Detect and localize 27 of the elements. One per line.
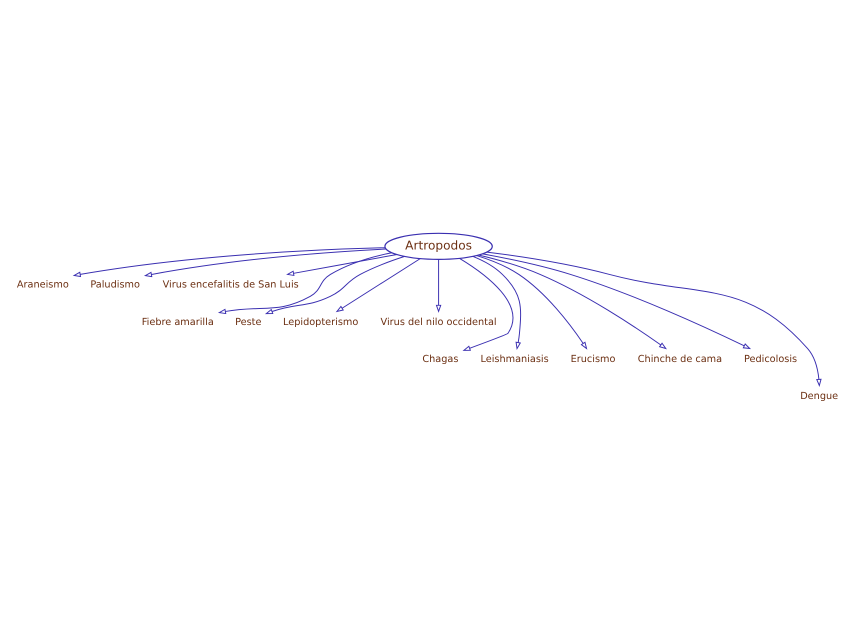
node-text: Virus encefalitis de San Luis [162, 279, 298, 290]
node-text: Araneismo [16, 279, 68, 290]
node-text: Peste [234, 316, 261, 328]
node-text: Virus del nilo occidental [380, 316, 496, 328]
arrow [217, 252, 392, 314]
node-text: Pedicolosis [743, 353, 797, 364]
arrow [458, 257, 513, 350]
arrow [476, 254, 587, 350]
arrow [486, 251, 822, 386]
node-text: Paludismo [90, 279, 140, 290]
node-ellipse: Artropodos [384, 232, 492, 260]
arrow [335, 258, 420, 312]
arrow [72, 246, 385, 277]
arrow [482, 252, 751, 349]
node-text: Lepidopterismo [282, 316, 358, 328]
node-text: Fiebre amarilla [141, 316, 214, 328]
node-text: Leishmaniasis [480, 353, 548, 364]
arrow [143, 248, 386, 277]
node-text: Dengue [800, 390, 838, 402]
arrow [286, 254, 397, 276]
arrow [264, 255, 405, 314]
node-text: Chagas [422, 353, 458, 364]
node-text: Erucismo [570, 353, 615, 364]
arrow [472, 255, 521, 350]
arrow [478, 254, 666, 349]
node-text: Chinche de cama [637, 353, 722, 364]
arrow [435, 258, 441, 312]
